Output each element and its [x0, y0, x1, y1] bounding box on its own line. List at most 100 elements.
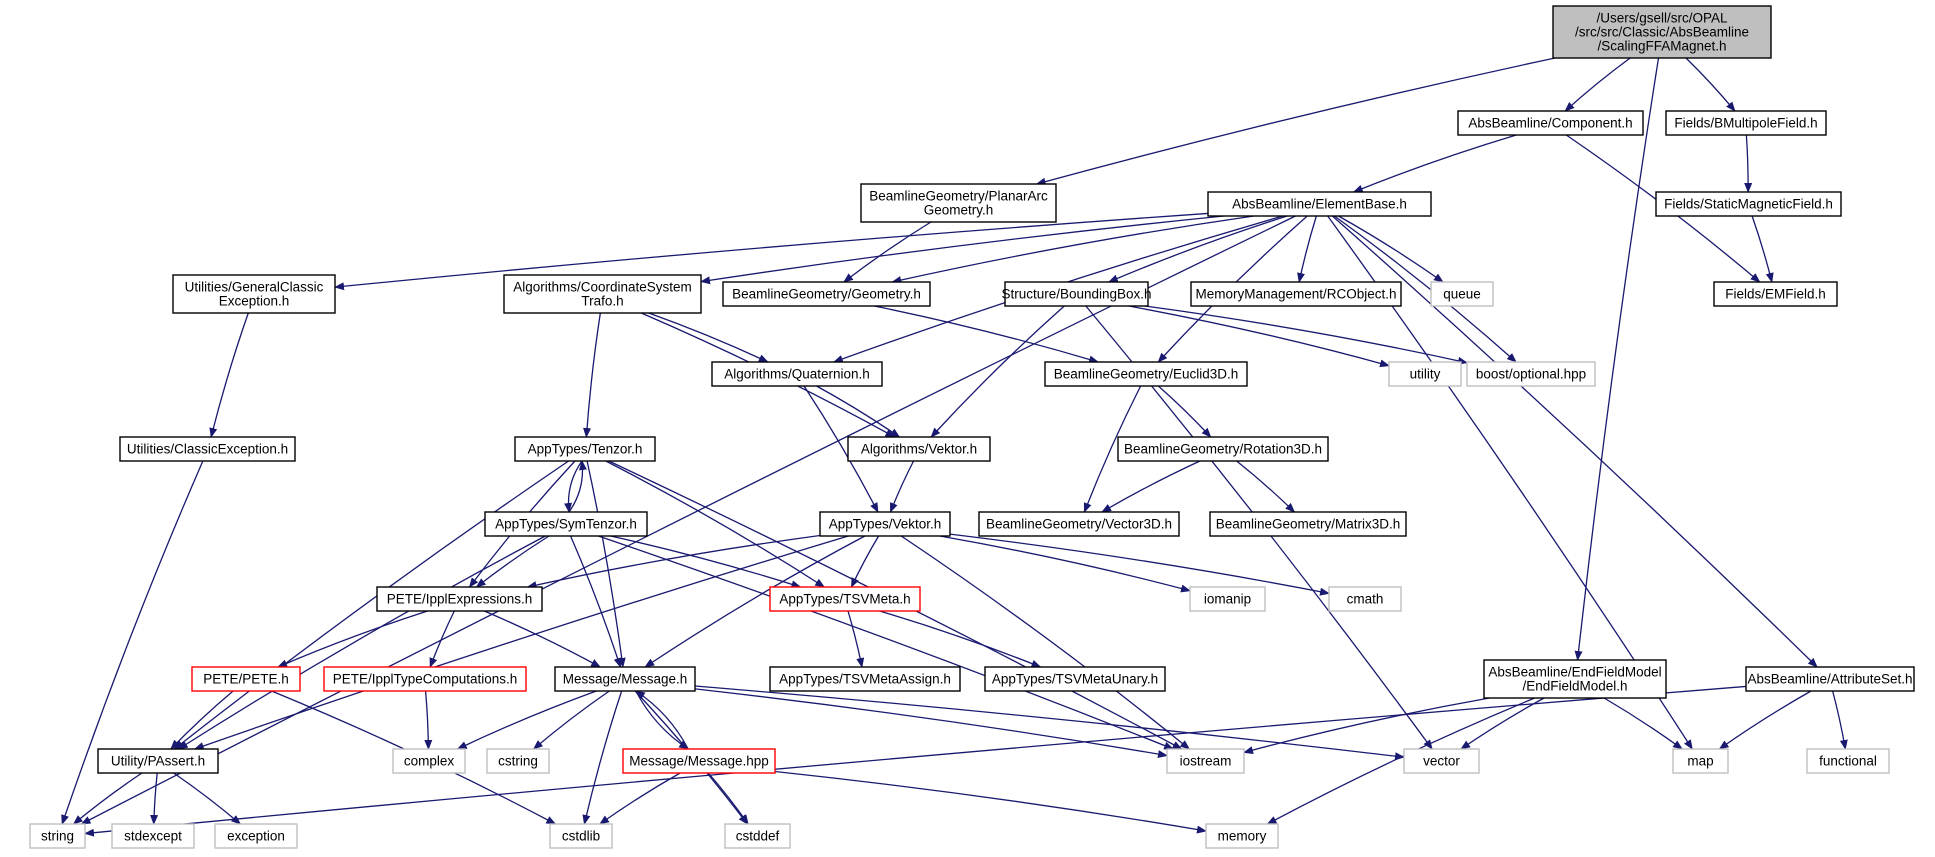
- node-vektorapp[interactable]: AppTypes/Vektor.h: [819, 511, 951, 537]
- edge-tsvmeta-to-tsvunary: [879, 610, 1042, 668]
- node-box: [484, 511, 648, 537]
- node-rotation3d[interactable]: BeamlineGeometry/Rotation3D.h: [1117, 436, 1329, 462]
- node-bmultipole[interactable]: Fields/BMultipoleField.h: [1665, 110, 1827, 136]
- node-label: /src/src/Classic/AbsBeamline: [1575, 25, 1749, 40]
- node-rcobject[interactable]: MemoryManagement/RCObject.h: [1190, 281, 1402, 307]
- node-symtenzor[interactable]: AppTypes/SymTenzor.h: [484, 511, 648, 537]
- node-layer: /Users/gsell/src/OPAL/src/src/Classic/Ab…: [29, 5, 1915, 849]
- node-label: string: [41, 829, 74, 844]
- edge-messagehpp-to-messageh: [634, 690, 689, 750]
- node-label: cstddef: [736, 829, 780, 844]
- edge-elementbase-to-boostopt: [1334, 215, 1517, 363]
- node-cmath[interactable]: cmath: [1328, 586, 1402, 612]
- node-label: boost/optional.hpp: [1476, 367, 1586, 382]
- node-messagehpp[interactable]: Message/Message.hpp: [622, 748, 776, 774]
- node-iostream[interactable]: iostream: [1166, 748, 1245, 774]
- node-map[interactable]: map: [1672, 748, 1729, 774]
- node-tsvassign[interactable]: AppTypes/TSVMetaAssign.h: [769, 666, 961, 692]
- node-vector3d[interactable]: BeamlineGeometry/Vector3D.h: [978, 511, 1180, 537]
- node-label: Exception.h: [219, 294, 290, 309]
- node-iomanip[interactable]: iomanip: [1189, 586, 1266, 612]
- edge-vektorapp-to-tsvmeta: [850, 535, 880, 588]
- edge-attributeset-to-functional: [1832, 690, 1848, 750]
- edge-symtenzor-to-tenzor: [568, 460, 587, 513]
- node-label: Message/Message.h: [563, 672, 688, 687]
- node-staticmagnetic[interactable]: Fields/StaticMagneticField.h: [1655, 191, 1842, 217]
- node-emfield[interactable]: Fields/EMField.h: [1713, 281, 1838, 307]
- node-boundingbox[interactable]: Structure/BoundingBox.h: [1001, 281, 1152, 307]
- node-box: [622, 748, 776, 774]
- node-label: Message/Message.hpp: [629, 754, 769, 769]
- node-label: /ScalingFFAMagnet.h: [1597, 39, 1726, 54]
- node-queue[interactable]: queue: [1430, 281, 1494, 307]
- node-cstddef[interactable]: cstddef: [724, 823, 791, 849]
- node-box: [1806, 748, 1890, 774]
- node-ippltypecomp[interactable]: PETE/IpplTypeComputations.h: [323, 666, 527, 692]
- node-vector[interactable]: vector: [1403, 748, 1480, 774]
- node-label: Geometry.h: [924, 203, 994, 218]
- node-boostopt[interactable]: boost/optional.hpp: [1466, 361, 1596, 387]
- node-pete[interactable]: PETE/PETE.h: [191, 666, 301, 692]
- node-functional[interactable]: functional: [1806, 748, 1890, 774]
- node-box: [1655, 191, 1842, 217]
- node-label: exception: [227, 829, 285, 844]
- node-stdexcept[interactable]: stdexcept: [111, 823, 195, 849]
- node-label: AbsBeamline/ElementBase.h: [1232, 197, 1407, 212]
- edge-elementbase-to-boundingbox: [1107, 215, 1288, 283]
- edge-endfieldmodel-to-memory: [1266, 697, 1535, 825]
- node-tsvunary[interactable]: AppTypes/TSVMetaUnary.h: [984, 666, 1166, 692]
- node-box: [549, 823, 613, 849]
- node-string[interactable]: string: [29, 823, 86, 849]
- node-messageh[interactable]: Message/Message.h: [554, 666, 696, 692]
- node-box: [1403, 748, 1480, 774]
- node-label: AppTypes/SymTenzor.h: [495, 517, 637, 532]
- node-component[interactable]: AbsBeamline/Component.h: [1457, 110, 1644, 136]
- node-passert[interactable]: Utility/PAssert.h: [97, 748, 219, 774]
- node-endfieldmodel[interactable]: AbsBeamline/EndFieldModel/EndFieldModel.…: [1483, 659, 1667, 699]
- node-box: [1483, 659, 1667, 699]
- node-tsvmeta[interactable]: AppTypes/TSVMeta.h: [769, 586, 921, 612]
- node-quaternion[interactable]: Algorithms/Quaternion.h: [711, 361, 883, 387]
- edge-root-to-planararc: [1035, 57, 1556, 186]
- edge-messagehpp-to-memory: [774, 770, 1207, 834]
- node-matrix3d[interactable]: BeamlineGeometry/Matrix3D.h: [1209, 511, 1407, 537]
- node-box: [503, 274, 702, 314]
- node-complex[interactable]: complex: [392, 748, 466, 774]
- edge-elementbase-to-coordtrafo: [700, 215, 1224, 285]
- edge-attributeset-to-map: [1718, 690, 1812, 750]
- node-box: [711, 361, 883, 387]
- node-memory[interactable]: memory: [1205, 823, 1279, 849]
- node-box: [722, 281, 931, 307]
- node-box: [214, 823, 298, 849]
- node-utility[interactable]: utility: [1388, 361, 1462, 387]
- edge-passert-to-stdexcept: [150, 772, 159, 825]
- node-tenzor[interactable]: AppTypes/Tenzor.h: [514, 436, 656, 462]
- node-vektoralg[interactable]: Algorithms/Vektor.h: [847, 436, 991, 462]
- edge-rotation3d-to-vector3d: [1101, 460, 1201, 513]
- edge-symtenzor-to-passert: [177, 535, 546, 750]
- node-label: stdexcept: [124, 829, 182, 844]
- node-exception[interactable]: exception: [214, 823, 298, 849]
- node-label: AppTypes/TSVMetaUnary.h: [992, 672, 1158, 687]
- edge-symtenzor-to-tsvmeta: [610, 535, 802, 589]
- node-box: [392, 748, 466, 774]
- node-label: AbsBeamline/EndFieldModel: [1488, 665, 1661, 680]
- node-elementbase[interactable]: AbsBeamline/ElementBase.h: [1207, 191, 1432, 217]
- node-euclid3d[interactable]: BeamlineGeometry/Euclid3D.h: [1044, 361, 1248, 387]
- node-cstdlib[interactable]: cstdlib: [549, 823, 613, 849]
- node-geometry[interactable]: BeamlineGeometry/Geometry.h: [722, 281, 931, 307]
- edge-vektorapp-to-iostream: [900, 535, 1191, 750]
- edge-symtenzor-to-messageh: [569, 535, 622, 668]
- edge-staticmagnetic-to-emfield: [1751, 215, 1774, 283]
- node-cstring[interactable]: cstring: [486, 748, 550, 774]
- edge-vektoralg-to-vektorapp: [889, 460, 915, 513]
- node-label: Algorithms/Quaternion.h: [724, 367, 870, 382]
- node-box: [860, 183, 1057, 223]
- node-classicexc[interactable]: Utilities/ClassicException.h: [119, 436, 296, 462]
- node-ipplexpr[interactable]: PETE/IpplExpressions.h: [376, 586, 543, 612]
- node-attributeset[interactable]: AbsBeamline/AttributeSet.h: [1745, 666, 1915, 692]
- node-label: /Users/gsell/src/OPAL: [1596, 11, 1728, 26]
